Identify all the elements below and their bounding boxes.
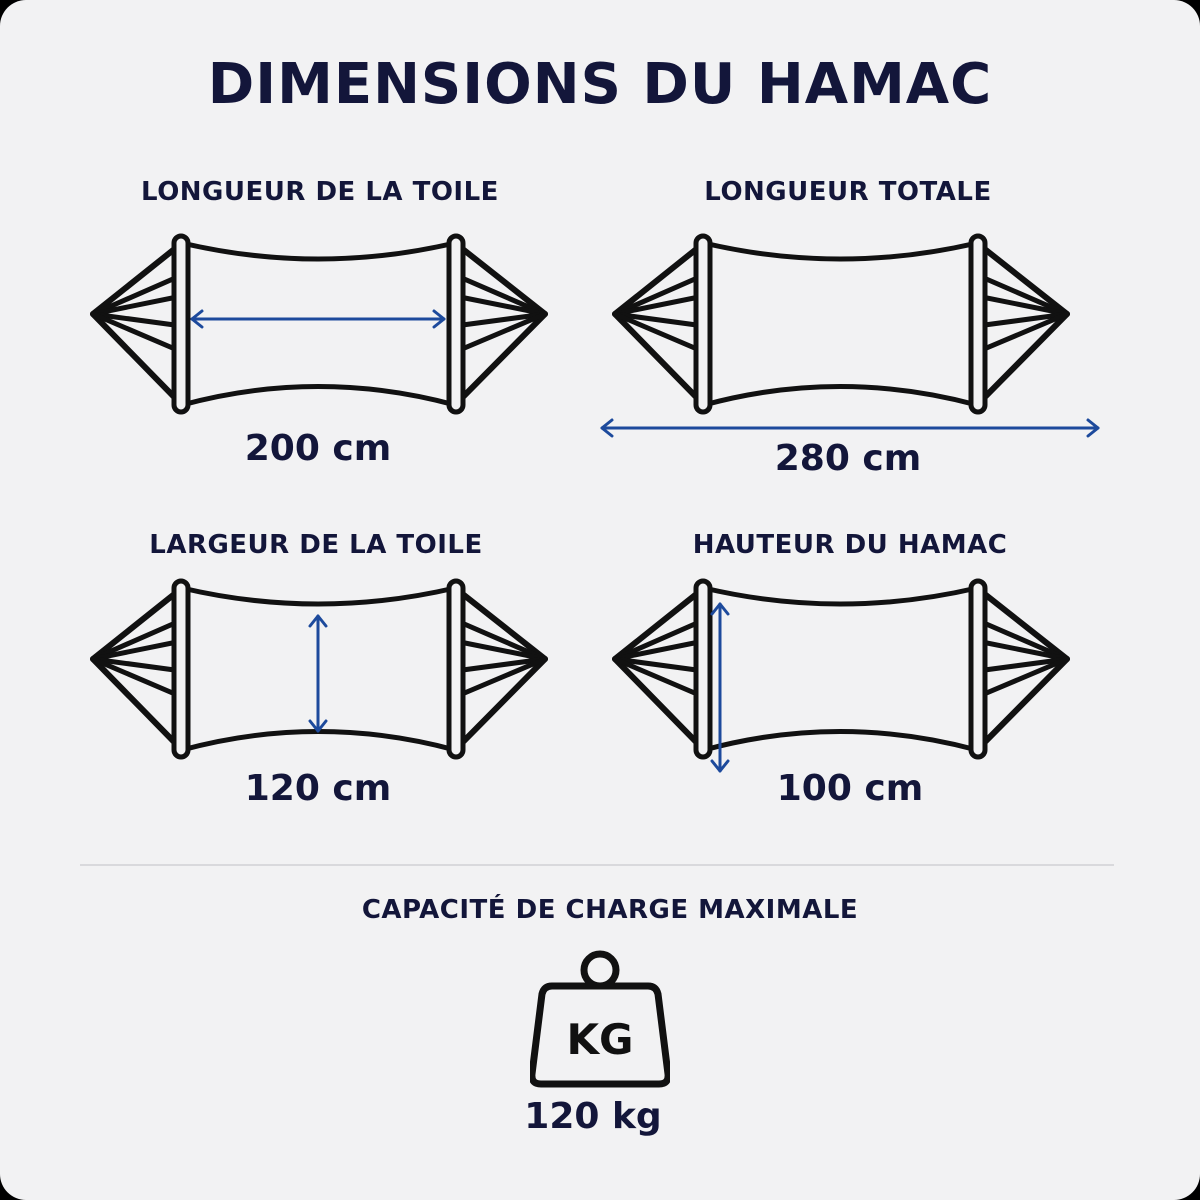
label-max-load: CAPACITÉ DE CHARGE MAXIMALE [361,895,859,925]
value-max-load: 120 kg [524,1096,662,1137]
value-canvas-length: 200 cm [244,428,392,469]
value-canvas-width: 120 cm [244,768,392,809]
label-canvas-length: LONGUEUR DE LA TOILE [141,177,499,207]
label-total-length: LONGUEUR TOTALE [704,177,992,207]
value-hammock-height: 100 cm [776,768,924,809]
kg-weight-icon: KG [530,950,670,1088]
kg-icon-text: KG [566,1015,633,1064]
page-title: DIMENSIONS DU HAMAC [207,52,993,117]
value-total-length: 280 cm [774,438,922,479]
section-divider [80,864,1114,866]
height-arrow [710,602,730,773]
width-arrow [308,614,328,733]
total-length-arrow [600,418,1100,438]
length-arrow [190,309,446,329]
label-hammock-height: HAUTEUR DU HAMAC [692,530,1008,560]
label-canvas-width: LARGEUR DE LA TOILE [149,530,483,560]
hammock-icon [615,581,1067,757]
